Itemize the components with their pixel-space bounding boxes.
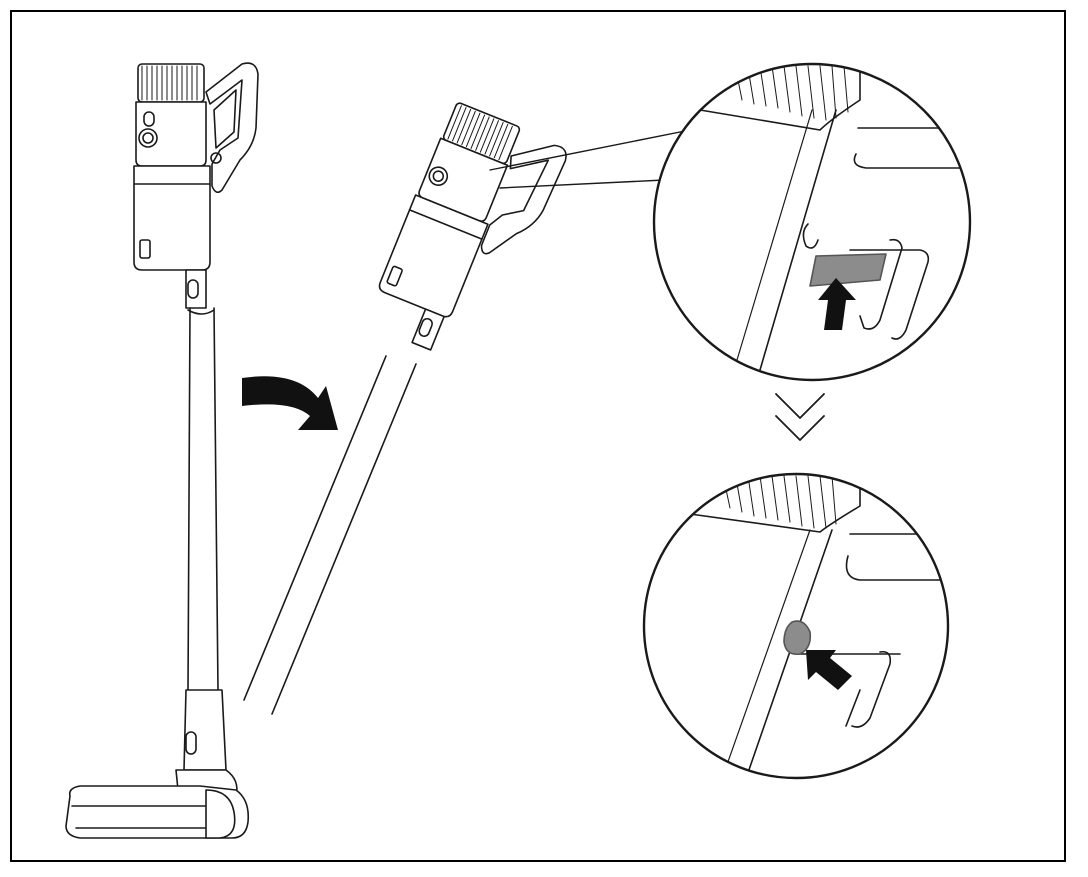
vacuum-upright-view — [65, 62, 259, 839]
callout-zoom-circle-bottom — [642, 472, 950, 780]
rotate-arrow-icon — [242, 376, 338, 430]
callout-zoom-circle-top — [652, 62, 972, 382]
press-arrow-icon — [818, 278, 856, 330]
vacuum-tilted-view — [243, 102, 567, 715]
press-arrow-diagonal-icon — [806, 650, 852, 690]
callout-leader-lines — [489, 129, 691, 189]
double-chevron-down-icon — [775, 393, 825, 441]
